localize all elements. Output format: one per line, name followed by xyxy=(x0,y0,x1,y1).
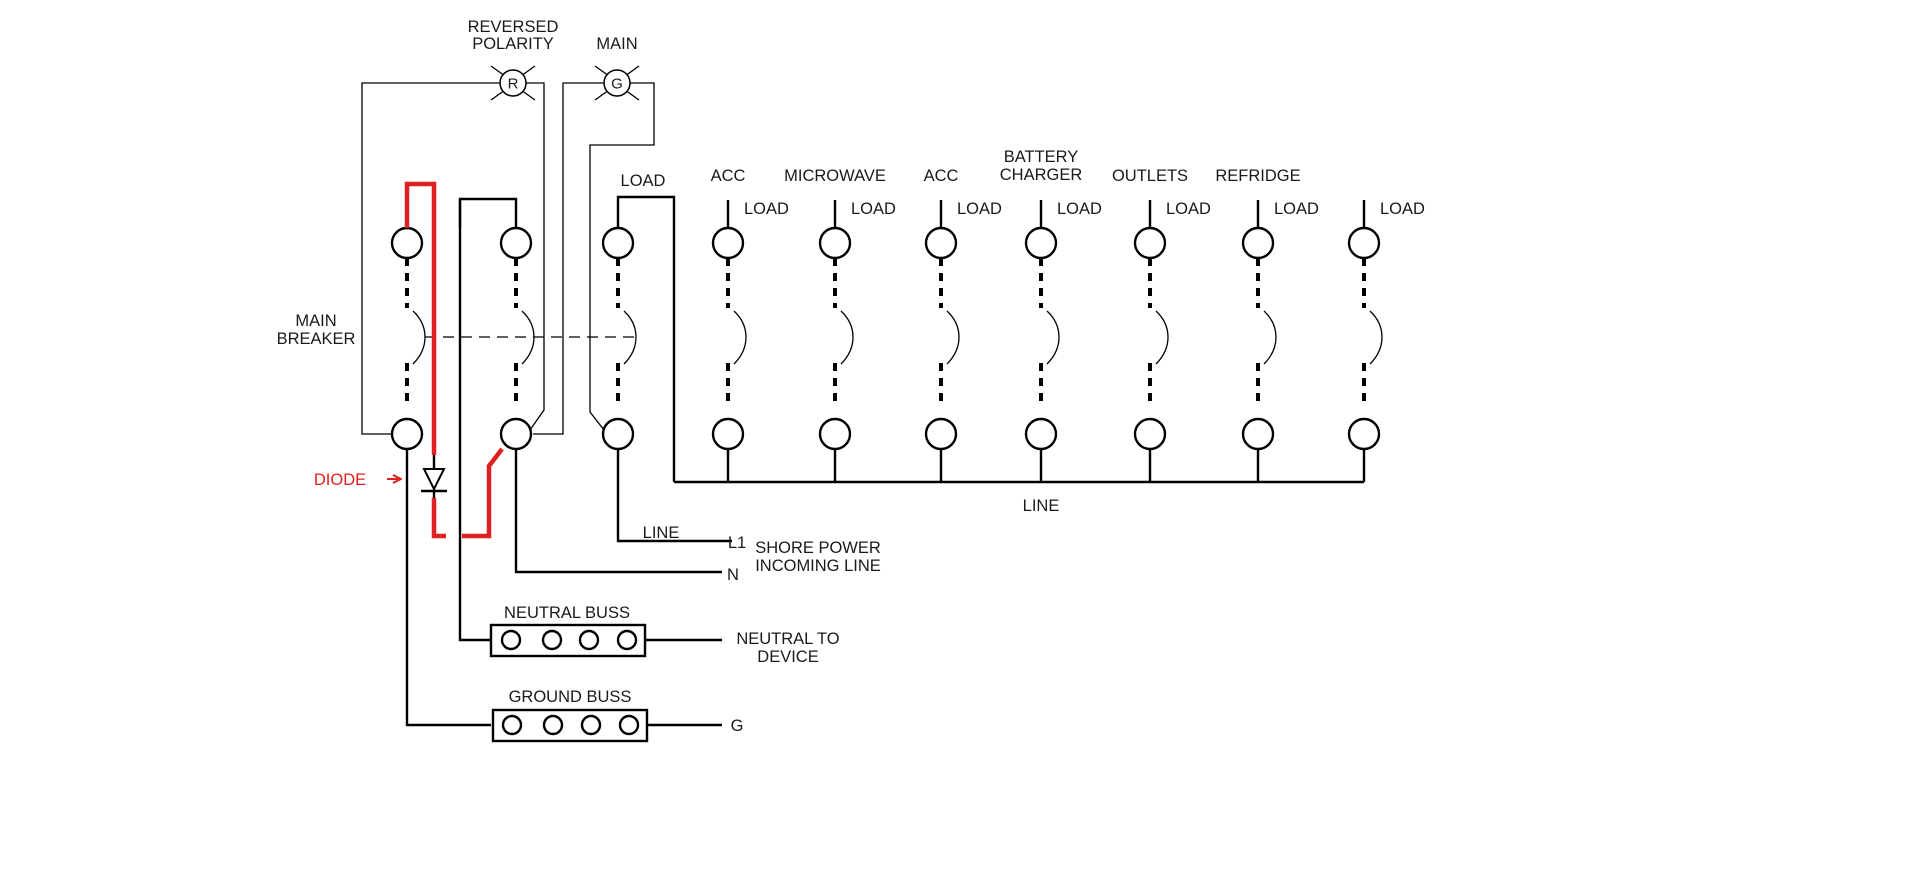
shore-line-label: LINE xyxy=(643,524,680,542)
branch-load-label: LOAD xyxy=(744,200,789,218)
branch-title: MICROWAVE xyxy=(784,167,886,185)
shore-power-title-line1: SHORE POWER xyxy=(755,539,881,557)
neutral-terminal xyxy=(578,629,600,651)
main-breaker-label-line2: BREAKER xyxy=(277,330,356,348)
ground-terminal xyxy=(618,714,640,736)
branch-breaker: LOAD REFRIDGE xyxy=(1215,167,1319,482)
neutral-terminal xyxy=(500,629,522,651)
shore-power-wiring xyxy=(514,449,732,574)
ground-buss: GROUND BUSS G xyxy=(491,688,744,743)
shore-n-label: N xyxy=(727,566,739,584)
branch-title: CHARGER xyxy=(1000,166,1083,184)
main-breaker-pole-3 xyxy=(601,195,676,482)
ground-terminal xyxy=(580,714,602,736)
lamp-g-letter: G xyxy=(611,76,623,93)
main-load-label: LOAD xyxy=(621,172,666,190)
main-breaker-pole-2 xyxy=(458,197,535,451)
branch-load-label: LOAD xyxy=(1166,200,1211,218)
branch-load-label: LOAD xyxy=(851,200,896,218)
main-breaker-label-line1: MAIN xyxy=(295,312,336,330)
diode-label: DIODE xyxy=(314,471,366,489)
main-lamp-label: MAIN xyxy=(596,35,637,53)
branch-breaker: LOAD ACC xyxy=(711,167,789,482)
line-bus-label: LINE xyxy=(1023,497,1060,515)
diode-highlight-path xyxy=(404,181,504,539)
shore-l1-label: L1 xyxy=(728,534,746,552)
branch-load-label: LOAD xyxy=(957,200,1002,218)
diode-icon xyxy=(421,455,447,498)
ground-terminal xyxy=(501,714,523,736)
branch-title: BATTERY xyxy=(1004,148,1079,166)
ground-buss-label: GROUND BUSS xyxy=(509,688,632,706)
branch-load-label: LOAD xyxy=(1057,200,1102,218)
ground-terminal xyxy=(542,714,564,736)
neutral-terminal xyxy=(616,629,638,651)
neutral-to-device-line1: NEUTRAL TO xyxy=(736,630,839,648)
branch-title: OUTLETS xyxy=(1112,167,1188,185)
branch-title: ACC xyxy=(924,167,959,185)
neutral-buss-label: NEUTRAL BUSS xyxy=(504,604,630,622)
branch-breaker: LOAD ACC xyxy=(924,167,1002,482)
branch-load-label: LOAD xyxy=(1274,200,1319,218)
neutral-buss: NEUTRAL BUSS NEUTRAL TO DEVICE xyxy=(489,604,840,666)
ground-wire xyxy=(405,449,491,727)
branch-breaker: LOAD OUTLETS xyxy=(1112,167,1211,482)
branch-breakers: LOAD ACC LOAD MICROWAVE LOAD ACC LOAD BATTERYCH… xyxy=(711,148,1425,482)
main-lamp: MAIN G xyxy=(594,35,640,101)
ground-out-label: G xyxy=(731,717,744,735)
lamp-r-letter: R xyxy=(508,76,519,93)
main-breaker-pole-1 xyxy=(390,224,426,451)
lamp-wiring xyxy=(361,82,655,435)
reversed-polarity-lamp: REVERSED POLARITY R xyxy=(468,18,559,101)
neutral-wire xyxy=(458,199,491,642)
reversed-polarity-label-line1: REVERSED xyxy=(468,18,559,36)
branch-breaker: LOAD xyxy=(1347,200,1425,482)
neutral-terminal xyxy=(541,629,563,651)
branch-load-label: LOAD xyxy=(1380,200,1425,218)
branch-title: REFRIDGE xyxy=(1215,167,1300,185)
branch-breaker: LOAD MICROWAVE xyxy=(784,167,896,482)
reversed-polarity-label-line2: POLARITY xyxy=(472,35,554,53)
shore-power-title-line2: INCOMING LINE xyxy=(755,557,881,575)
neutral-to-device-line2: DEVICE xyxy=(757,648,818,666)
branch-title: ACC xyxy=(711,167,746,185)
